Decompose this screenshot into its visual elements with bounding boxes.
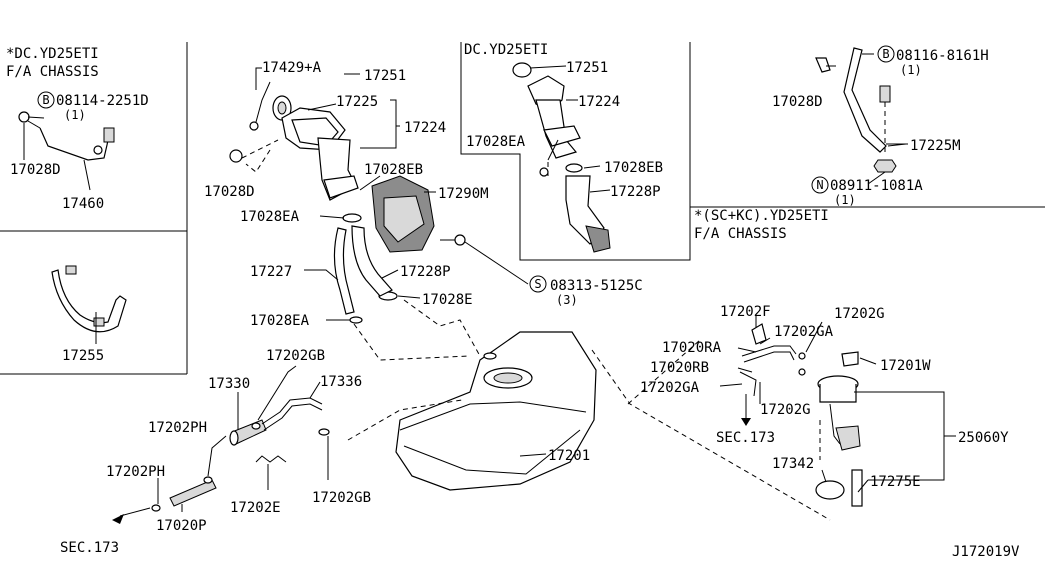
part-08114: 08114-2251D [56, 93, 149, 109]
part-17202GA-a: 17202GA [774, 324, 834, 340]
fuel-tank-illustration [395, 331, 597, 491]
part-08911-qty: (1) [834, 193, 856, 207]
part-17201W: 17201W [880, 358, 931, 374]
part-17228P-b: 17228P [610, 184, 661, 200]
part-17227: 17227 [250, 264, 292, 280]
screw-marker-circle [529, 275, 547, 293]
part-17290M: 17290M [438, 186, 489, 202]
part-17028D-c: 17028D [772, 94, 823, 110]
part-17202PH-a: 17202PH [148, 420, 207, 436]
nut-marker: N [816, 178, 823, 192]
part-17028EB-a: 17028EB [364, 162, 423, 178]
bolt-marker-b: B [882, 47, 889, 61]
part-17201: 17201 [548, 448, 590, 464]
part-17251-a: 17251 [364, 68, 406, 84]
screw-marker: S [534, 277, 541, 291]
inset-tr-title1: *(SC+KC).YD25ETI [694, 208, 829, 224]
fuel-pump-assembly [739, 323, 863, 507]
inset-frames [0, 42, 1045, 375]
part-17460: 17460 [62, 196, 104, 212]
dashed-connectors [245, 149, 831, 521]
bracket-17225M-illustration [815, 47, 908, 173]
nut-marker-circle [811, 176, 829, 194]
part-08116: 08116-8161H [896, 48, 989, 64]
part-08114-qty: (1) [64, 108, 86, 122]
strap-17255-illustration [51, 265, 127, 344]
sec173-b: SEC.173 [716, 430, 775, 446]
part-17228P-a: 17228P [400, 264, 451, 280]
inset-tc-title: DC.YD25ETI [464, 42, 548, 58]
part-17028EA-c: 17028EA [466, 134, 526, 150]
inset-tr-title2: F/A CHASSIS [694, 226, 787, 242]
part-17330: 17330 [208, 376, 250, 392]
diagram-id: J172019V [952, 544, 1020, 560]
fuel-line-assembly [151, 397, 330, 512]
part-17202E: 17202E [230, 500, 281, 516]
part-17275E: 17275E [870, 474, 921, 490]
part-17202GB-a: 17202GB [266, 348, 325, 364]
part-17028EB-b: 17028EB [604, 160, 663, 176]
part-17202F: 17202F [720, 304, 771, 320]
part-17028E: 17028E [422, 292, 473, 308]
part-17336: 17336 [320, 374, 362, 390]
part-17224-a: 17224 [404, 120, 446, 136]
part-17202GA-b: 17202GA [640, 380, 700, 396]
part-08313-qty: (3) [556, 293, 578, 307]
part-17429: 17429+A [262, 60, 322, 76]
part-25060Y: 25060Y [958, 430, 1009, 446]
part-08313: 08313-5125C [550, 278, 643, 294]
part-17028D-b: 17028D [204, 184, 255, 200]
part-17255: 17255 [62, 348, 104, 364]
inset-filler-neck [512, 62, 611, 253]
part-17342: 17342 [772, 456, 814, 472]
part-17020P: 17020P [156, 518, 207, 534]
bolt-marker-a: B [42, 93, 49, 107]
part-17028D-a: 17028D [10, 162, 61, 178]
fastener-markers: B B S N [37, 45, 895, 293]
part-17225: 17225 [336, 94, 378, 110]
part-17202GB-b: 17202GB [312, 490, 371, 506]
bolt-marker-circle-b [877, 45, 895, 63]
part-17202G-b: 17202G [760, 402, 811, 418]
part-labels: *DC.YD25ETI F/A CHASSIS 08114-2251D (1) … [6, 42, 1020, 560]
bolt-marker-circle-a [37, 91, 55, 109]
part-17028EA-a: 17028EA [240, 209, 300, 225]
part-17202G-a: 17202G [834, 306, 885, 322]
part-17224-b: 17224 [578, 94, 620, 110]
filler-neck-assembly [229, 81, 529, 324]
part-17020RB: 17020RB [650, 360, 709, 376]
part-08116-qty: (1) [900, 63, 922, 77]
inset-tl-title2: F/A CHASSIS [6, 64, 99, 80]
part-08911: 08911-1081A [830, 178, 923, 194]
leader-lines [23, 53, 956, 524]
part-17251-b: 17251 [566, 60, 608, 76]
part-17225M: 17225M [910, 138, 961, 154]
inset-tl-title1: *DC.YD25ETI [6, 46, 99, 62]
part-17020RA: 17020RA [662, 340, 722, 356]
bracket-17460-illustration [18, 111, 115, 191]
part-17028EA-b: 17028EA [250, 313, 310, 329]
sec173-a: SEC.173 [60, 540, 119, 556]
part-17202PH-b: 17202PH [106, 464, 165, 480]
